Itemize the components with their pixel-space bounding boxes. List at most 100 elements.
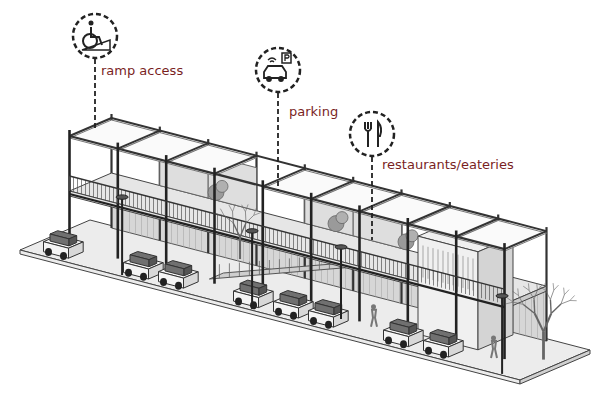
tree-branch [245,212,247,223]
car-cabin [69,236,77,246]
railing [109,186,110,201]
railing [137,194,138,209]
railing [161,200,162,215]
tree-branch [550,299,552,313]
railing [293,234,294,249]
eatery-block [478,237,513,350]
railing [209,212,210,227]
railing [81,179,82,194]
lamp-post [251,231,253,309]
tree-branch [232,212,234,223]
railing [277,230,278,245]
tree-branch [536,283,538,290]
tree-branch [561,301,570,304]
railing [309,238,310,253]
parking-icon [264,53,291,81]
tree-branch [529,290,534,299]
tree-branch [240,223,246,237]
tree-branch [542,332,545,360]
lamp-head [496,294,508,298]
car-cabin [390,322,409,334]
railing [421,268,422,283]
tree-branch [540,286,546,290]
canopy [456,221,546,252]
car-wheel [290,312,297,320]
railing [169,202,170,217]
tree-branch [550,290,553,299]
railing [329,244,330,259]
tree-branch [570,300,577,301]
railing [365,253,366,268]
slat [428,247,429,279]
car-cabin [149,256,157,266]
slat [463,256,464,288]
slat [468,257,469,289]
railing [321,242,322,257]
tree-branch [563,288,565,295]
railing [397,261,398,276]
railing [165,201,166,216]
beam [408,206,450,224]
railing [181,205,182,220]
car-wheel [275,308,282,316]
slat [423,246,424,278]
callout-label: restaurants/eateries [382,157,514,173]
railing [453,276,454,291]
tree-branch [534,290,537,299]
railing [189,207,190,222]
railing [377,256,378,271]
railing [441,273,442,288]
cutlery-icon [365,122,381,147]
callout-label: ramp access [101,63,183,79]
car-wheel [60,252,67,260]
railing [157,199,158,214]
railing [93,182,94,197]
railing [361,252,362,267]
railing [405,263,406,278]
tree-branch [224,216,233,223]
planter-shrub [216,180,228,192]
car-cabin [280,294,299,306]
railing [205,211,206,226]
person-head [371,304,376,309]
canopy [166,145,256,176]
beam [215,156,257,174]
car-cabin [299,295,307,305]
railing [425,269,426,284]
car-wheel [125,269,132,277]
tree-branch [546,291,551,300]
car-wheel [235,297,242,305]
ramp-rail [279,259,280,273]
railing [133,193,134,208]
railing [385,258,386,273]
tree-branch [523,286,529,290]
tree-branch [513,302,523,304]
car-wheel [175,282,182,290]
railing [105,185,106,200]
car-wheel [160,278,167,286]
railing-top [70,176,505,289]
railing [393,260,394,275]
tree-branch [517,288,519,295]
railing [465,279,466,294]
railing [225,217,226,232]
tree-branch [544,314,552,332]
beam [70,118,112,136]
railing [113,187,114,202]
column [165,155,168,271]
tree-branch [523,304,534,313]
railing [101,184,102,199]
tree-branch [544,283,546,290]
tree-branch [551,304,561,314]
beam [456,219,498,237]
leader-line [371,157,373,240]
ramp-rail [229,263,230,277]
railing [305,237,306,252]
beam [360,193,402,211]
railing [301,236,302,251]
tree-branch [535,313,544,331]
car-cabin [259,285,267,295]
railing [129,192,130,207]
column [406,218,409,334]
